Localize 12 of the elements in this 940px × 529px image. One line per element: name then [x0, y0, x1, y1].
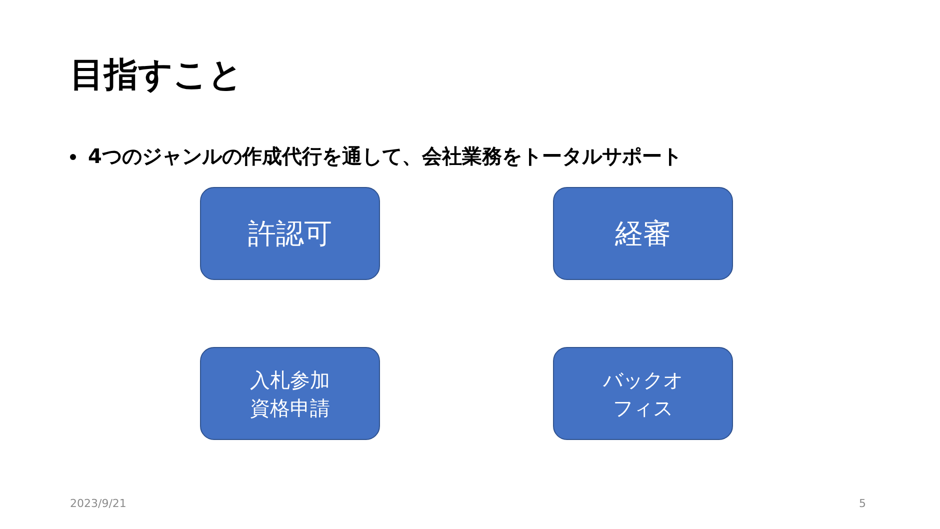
rounded-box	[553, 347, 733, 440]
rounded-box	[200, 347, 380, 440]
page-number: 5	[859, 497, 866, 510]
rounded-box	[553, 187, 733, 280]
rounded-box	[200, 187, 380, 280]
box-label: 許認可	[248, 216, 332, 252]
date-text: 2023/9/21	[70, 497, 126, 510]
box-label: バックオフィス	[602, 366, 684, 422]
box-label: 入札参加資格申請	[249, 366, 331, 422]
bullet-text: 4つのジャンルの作成代行を通して、会社業務をトータルサポート	[88, 143, 682, 170]
box-label: 経審	[615, 216, 671, 252]
slide-title: 目指すこと	[70, 54, 243, 97]
